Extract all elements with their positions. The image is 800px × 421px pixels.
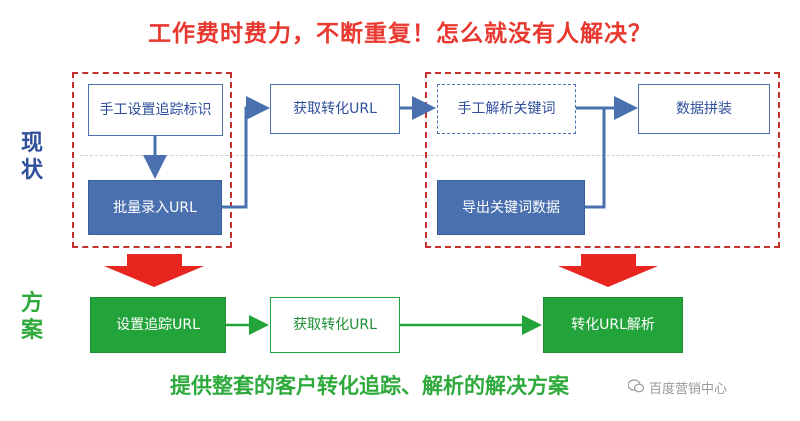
label-current-status: 现 状 (17, 130, 47, 184)
arrow-batch-to-get-url (222, 96, 270, 209)
watermark-text: 百度营销中心 (649, 382, 728, 397)
box-set-tracking-url: 设置追踪URL (90, 297, 226, 353)
watermark: 百度营销中心 (627, 378, 728, 397)
arrow-export-to-assembly (585, 108, 606, 209)
box-get-conversion-url: 获取转化URL (270, 84, 400, 134)
box-manual-tracking: 手工设置追踪标识 (88, 84, 223, 136)
box-manual-keyword-parse: 手工解析关键词 (437, 84, 576, 134)
big-red-arrow-left (104, 254, 204, 287)
box-conversion-url-parse: 转化URL解析 (543, 297, 683, 353)
right-pain-frame (425, 72, 780, 248)
box-get-conversion-url-solution: 获取转化URL (270, 297, 400, 353)
section-divider (80, 155, 780, 156)
footer-caption: 提供整套的客户转化追踪、解析的解决方案 (170, 374, 569, 398)
label-solution-char-1: 方 (20, 291, 43, 316)
label-solution: 方 案 (17, 290, 47, 344)
box-export-keyword-data: 导出关键词数据 (437, 180, 585, 235)
left-pain-frame (72, 72, 232, 248)
box-batch-input-url: 批量录入URL (88, 180, 222, 235)
big-red-arrow-right (558, 254, 658, 287)
diagram-title: 工作费时费力，不断重复！怎么就没有人解决？ (148, 21, 652, 47)
label-solution-char-2: 案 (20, 318, 43, 343)
box-data-assembly: 数据拼装 (638, 84, 770, 134)
label-current-char-1: 现 (20, 131, 43, 156)
label-current-char-2: 状 (20, 158, 43, 183)
wechat-icon (627, 378, 645, 397)
